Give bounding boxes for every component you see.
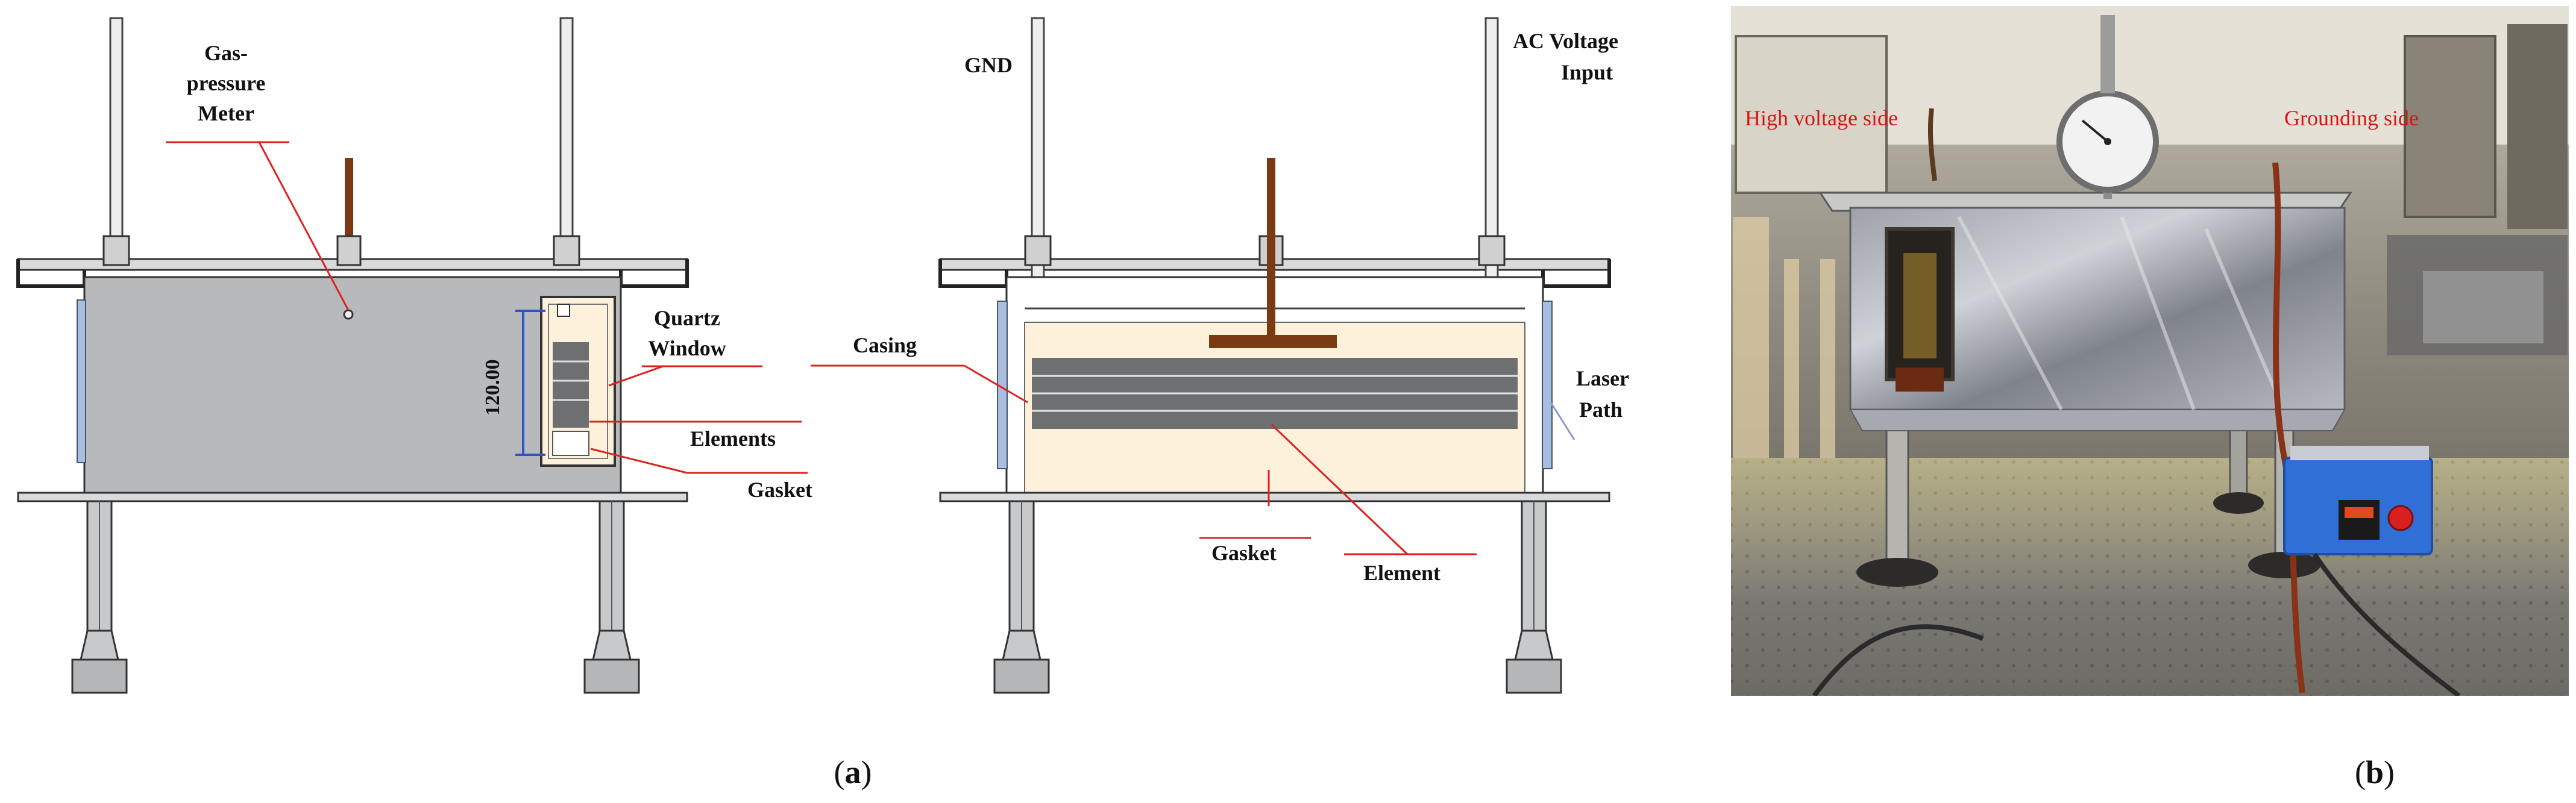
electrode-plate (1209, 335, 1337, 348)
left-view: 120.00 Gas- pressure Meter Quartz Window… (16, 17, 812, 694)
rod-right (559, 17, 574, 266)
elements-label: Elements (690, 426, 776, 451)
stand-leg-left (1885, 420, 1909, 561)
electrode-stem (345, 158, 353, 248)
electrode-clamp (336, 235, 362, 266)
casing-leader (964, 364, 1028, 404)
cabinet-right (2404, 35, 2496, 218)
rod-left-clamp (102, 235, 130, 266)
window-pane-left (1735, 35, 1888, 194)
dimension-label: 120.00 (482, 360, 504, 416)
casing-label: Casing (853, 333, 917, 357)
laser-path-label-2: Path (1579, 398, 1623, 422)
laser-path-label-1: Laser (1576, 366, 1629, 390)
controller-display (2339, 500, 2380, 540)
right-view: GND AC Voltage Input Casing Laser Path G… (811, 17, 1629, 694)
photo-panel: High voltage side Grounding side (1731, 6, 2569, 696)
gasket-leader-left (590, 448, 688, 474)
side-window-left (77, 299, 86, 463)
grounding-side-label: Grounding side (2284, 106, 2419, 130)
element-leader (1271, 423, 1409, 555)
gnd-label: GND (964, 53, 1013, 77)
ac-voltage-label-1: AC Voltage (1513, 29, 1618, 53)
base-plate (939, 492, 1610, 502)
controller-button (2387, 505, 2414, 531)
gnd-rod-clamp (1024, 235, 1052, 266)
stand-foot-right (2248, 552, 2320, 578)
stand-foot-left (1856, 558, 1938, 587)
hv-rod-clamp (1478, 235, 1506, 266)
gas-meter-label-3: Meter (198, 101, 254, 125)
rod-left (109, 17, 124, 266)
caption-b: (b) (2355, 754, 2395, 790)
quartz-window-leader (608, 365, 664, 387)
gas-meter-port (343, 309, 354, 320)
quartz-window-label-2: Window (648, 336, 726, 360)
element-stack (553, 342, 589, 428)
gas-meter-label-1: Gas- (204, 41, 248, 65)
hv-wire (1927, 108, 1937, 181)
side-window-right (1542, 301, 1553, 469)
leg-right (1506, 500, 1562, 694)
ground-wire (2272, 162, 2305, 693)
caption-a: (a) (834, 754, 872, 790)
element-label: Element (1363, 561, 1440, 585)
gasket-label-left: Gasket (747, 478, 812, 502)
electrode-stem (1267, 158, 1275, 339)
quartz-window-inner (548, 304, 608, 459)
gas-meter-leader (258, 142, 350, 311)
window-gasket (552, 431, 589, 456)
ac-voltage-label-2: Input (1561, 60, 1613, 84)
high-voltage-side-label: High voltage side (1745, 106, 1898, 130)
laser-path-leader (1550, 402, 1575, 440)
leg-right (583, 500, 640, 694)
base-plate (17, 492, 688, 502)
gas-meter-label-2: pressure (187, 71, 266, 95)
leg-left (71, 500, 128, 694)
stand-foot-mid (2213, 492, 2264, 514)
quartz-window-label-1: Quartz (654, 306, 720, 330)
door-right (2507, 24, 2568, 229)
rod-right-clamp (553, 235, 580, 266)
leg-left (993, 500, 1050, 694)
window-bolt-top (557, 304, 570, 317)
gasket-label-right: Gasket (1211, 541, 1277, 565)
